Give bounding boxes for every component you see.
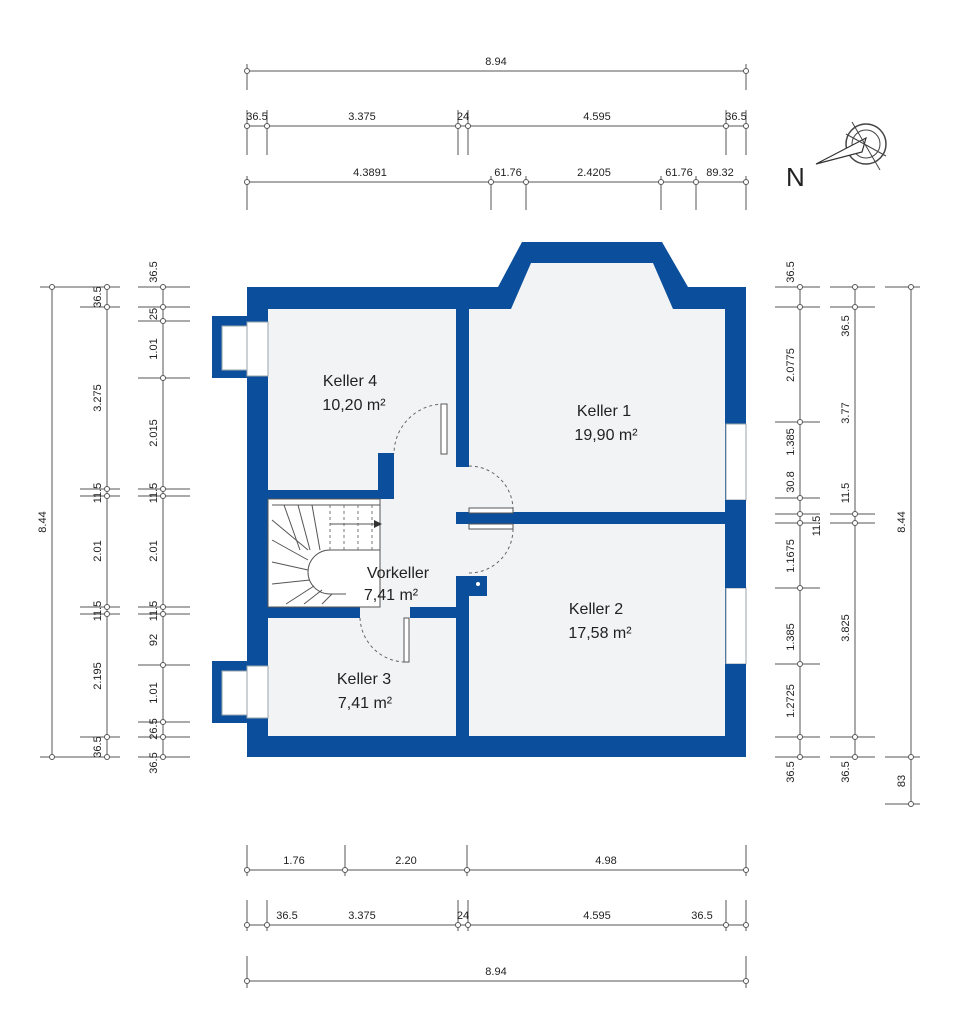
dim-top-r2-4: 36.5 bbox=[725, 111, 746, 123]
room-keller-3-name: Keller 3 bbox=[337, 671, 391, 688]
dim-top-r3-3: 61.76 bbox=[665, 167, 693, 179]
dim-left-outer-1: 3.275 bbox=[92, 384, 104, 412]
dim-left-inner-0: 36.5 bbox=[148, 261, 160, 282]
building: Keller 4 10,20 m² Keller 1 19,90 m² Vork… bbox=[212, 242, 747, 757]
room-keller-3-area: 7,41 m² bbox=[338, 695, 393, 712]
interior-floor bbox=[268, 263, 725, 736]
room-keller-2-name: Keller 2 bbox=[569, 601, 623, 618]
dim-top-r3-1: 61.76 bbox=[494, 167, 522, 179]
dim-bottom-r1-1: 2.20 bbox=[395, 855, 416, 867]
room-keller-1-name: Keller 1 bbox=[577, 403, 631, 420]
dim-bottom-r1-0: 1.76 bbox=[283, 855, 304, 867]
dim-left-outer-4: 11.5 bbox=[92, 601, 104, 622]
dim-left-inner-10: 36.5 bbox=[148, 752, 160, 773]
left-dimensions: 8.44 36.5 3.275 11.5 2.01 11.5 2.195 36.… bbox=[37, 261, 190, 774]
room-keller-1-area: 19,90 m² bbox=[574, 427, 638, 444]
dim-right-inner-0: 36.5 bbox=[785, 261, 797, 282]
dim-right-inner-2: 1.385 bbox=[785, 428, 797, 456]
dim-bottom-r2-3: 4.595 bbox=[583, 910, 611, 922]
dim-top-r3-4: 89.32 bbox=[706, 167, 734, 179]
room-keller-4-name: Keller 4 bbox=[323, 373, 377, 390]
dim-top-r3-2: 2.4205 bbox=[577, 167, 611, 179]
dim-left-inner-8: 1.01 bbox=[148, 682, 160, 703]
dim-left-outer-0: 36.5 bbox=[92, 286, 104, 307]
staircase bbox=[267, 498, 382, 608]
dim-right-inner-4: 11.5 bbox=[811, 516, 823, 537]
top-dimensions: 8.94 36.5 3.375 24 4.595 36.5 4.3891 61.… bbox=[244, 56, 749, 210]
room-vorkeller-name: Vorkeller bbox=[367, 565, 430, 582]
compass: N bbox=[786, 121, 887, 192]
dim-left-inner-9: 26.5 bbox=[148, 718, 160, 739]
dim-left-inner-2: 1.01 bbox=[148, 338, 160, 359]
dim-top-r3-0: 4.3891 bbox=[353, 167, 387, 179]
bottom-dimensions: 1.76 2.20 4.98 36.5 3.375 24 4.595 36.5 … bbox=[244, 845, 749, 988]
dim-top-r2-2: 24 bbox=[457, 111, 469, 123]
dim-bottom-total: 8.94 bbox=[485, 966, 506, 978]
dim-left-total: 8.44 bbox=[37, 511, 49, 532]
dim-right-mid-1: 3.77 bbox=[840, 402, 852, 423]
right-dimensions: 36.5 2.0775 1.385 30.8 11.5 1.1675 1.385… bbox=[775, 261, 920, 807]
dim-top-total: 8.94 bbox=[485, 56, 506, 68]
room-vorkeller-area: 7,41 m² bbox=[364, 587, 419, 604]
dim-right-inner-7: 1.2725 bbox=[785, 684, 797, 718]
dim-top-r2-1: 3.375 bbox=[348, 111, 376, 123]
dim-left-inner-5: 2.01 bbox=[148, 540, 160, 561]
door-keller-1 bbox=[468, 465, 514, 514]
door-keller-3 bbox=[359, 617, 410, 663]
dim-left-outer-3: 2.01 bbox=[92, 540, 104, 561]
dim-top-r2-0: 36.5 bbox=[246, 111, 267, 123]
dim-left-inner-1: 25 bbox=[148, 308, 160, 320]
dim-left-outer-5: 2.195 bbox=[92, 662, 104, 690]
dim-right-inner-8: 36.5 bbox=[785, 761, 797, 782]
compass-north-label: N bbox=[786, 162, 805, 192]
compass-rose-icon bbox=[815, 121, 887, 171]
door-keller-4 bbox=[393, 403, 448, 455]
dim-left-inner-6: 11.5 bbox=[148, 601, 160, 622]
dim-top-r2-3: 4.595 bbox=[583, 111, 611, 123]
window-keller-4 bbox=[246, 321, 269, 377]
dim-left-inner-3: 2.015 bbox=[148, 419, 160, 447]
room-keller-2-area: 17,58 m² bbox=[568, 625, 632, 642]
dim-bottom-r1-2: 4.98 bbox=[595, 855, 616, 867]
window-keller-1 bbox=[725, 423, 747, 501]
dim-left-inner-4: 11.5 bbox=[148, 483, 160, 504]
stair-direction-arrow-icon bbox=[374, 520, 382, 528]
dim-left-outer-6: 36.5 bbox=[92, 736, 104, 757]
dim-right-mid-2: 11.5 bbox=[840, 483, 852, 504]
dim-bottom-r2-2: 24 bbox=[457, 910, 469, 922]
dim-right-extra: 83 bbox=[896, 775, 908, 787]
dim-right-mid-0: 36.5 bbox=[840, 315, 852, 336]
dim-right-total: 8.44 bbox=[896, 511, 908, 532]
dim-left-outer-2: 11.5 bbox=[92, 483, 104, 504]
window-keller-3 bbox=[246, 665, 269, 719]
dim-bottom-r2-1: 3.375 bbox=[348, 910, 376, 922]
dim-left-inner-7: 92 bbox=[148, 634, 160, 646]
dim-bottom-r2-0: 36.5 bbox=[276, 910, 297, 922]
dim-bottom-r2-4: 36.5 bbox=[691, 910, 712, 922]
dim-right-inner-6: 1.385 bbox=[785, 623, 797, 651]
dim-right-mid-3: 3.825 bbox=[840, 614, 852, 642]
dim-right-inner-5: 1.1675 bbox=[785, 539, 797, 573]
dim-right-inner-3: 30.8 bbox=[785, 471, 797, 492]
dim-right-inner-1: 2.0775 bbox=[785, 348, 797, 382]
dim-right-mid-4: 36.5 bbox=[840, 761, 852, 782]
room-keller-4-area: 10,20 m² bbox=[322, 397, 386, 414]
window-keller-2 bbox=[725, 587, 747, 665]
door-keller-2 bbox=[468, 523, 514, 574]
